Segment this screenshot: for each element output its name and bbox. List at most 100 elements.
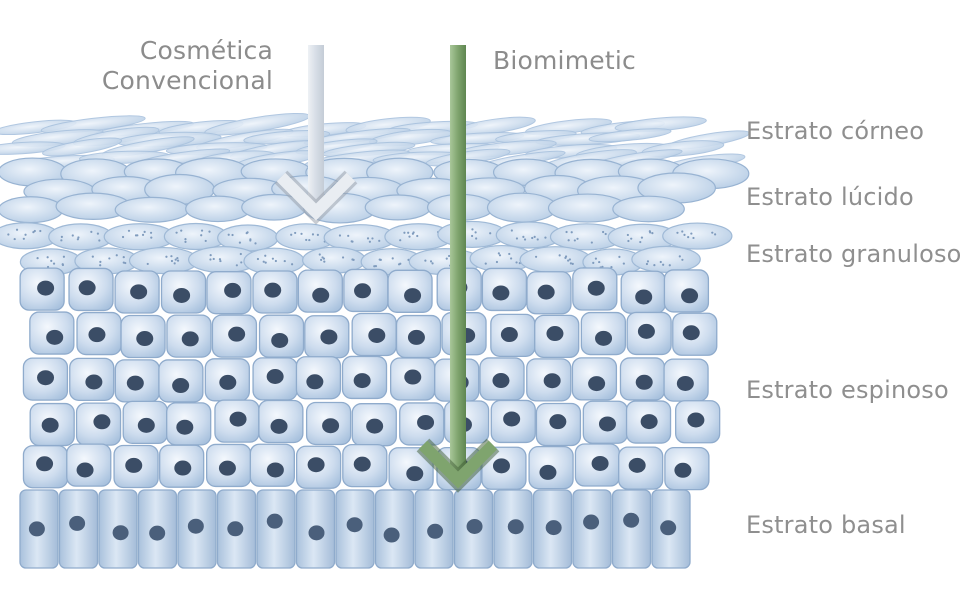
cell-nucleus: [271, 332, 289, 348]
granule: [61, 263, 64, 266]
cell-nucleus: [125, 457, 143, 473]
cell-nucleus: [228, 326, 246, 342]
granule: [676, 231, 679, 234]
granule: [515, 261, 518, 264]
granule: [170, 259, 174, 263]
granule: [136, 234, 139, 237]
granule: [475, 237, 478, 240]
basal-cell: [611, 489, 652, 569]
granule: [533, 235, 536, 238]
granule: [208, 230, 211, 233]
granule: [52, 262, 56, 265]
cell-nucleus: [308, 525, 325, 541]
granule: [36, 257, 39, 260]
layer-label-corneo: Estrato córneo: [746, 117, 925, 145]
cell-nucleus: [176, 419, 194, 435]
granule: [149, 231, 153, 234]
cell-nucleus: [588, 376, 606, 392]
granule: [76, 238, 79, 241]
lucidum-cell: [612, 195, 685, 223]
granule: [474, 231, 477, 234]
granulosum-cell: [631, 245, 701, 273]
granule: [316, 233, 319, 237]
granule: [91, 255, 94, 258]
conventional-arrow: [274, 45, 358, 225]
granule: [170, 255, 173, 258]
cell-nucleus: [218, 460, 236, 476]
granule: [60, 239, 63, 242]
granule: [62, 255, 66, 258]
granule: [150, 236, 153, 239]
granule: [256, 257, 260, 261]
granule: [568, 258, 572, 261]
granulosum-cell: [128, 246, 199, 275]
granule: [290, 263, 294, 266]
granule: [510, 257, 513, 260]
stratum-corneum-cells: [0, 113, 750, 171]
layer-label-lucido: Estrato lúcido: [746, 183, 914, 211]
granule: [271, 257, 274, 260]
granule: [374, 265, 378, 268]
granule: [264, 254, 267, 257]
cell-nucleus: [306, 374, 324, 390]
granule: [60, 235, 63, 238]
granule: [350, 240, 353, 243]
granule: [305, 238, 308, 242]
granule: [399, 239, 402, 242]
cell-nucleus: [383, 527, 400, 543]
granule: [378, 239, 381, 242]
cell-nucleus: [270, 418, 288, 434]
granule: [262, 260, 265, 263]
granule: [368, 240, 371, 243]
granule: [534, 255, 538, 258]
granule: [484, 262, 487, 265]
granule: [318, 253, 321, 256]
granule: [98, 239, 101, 242]
granule: [239, 252, 242, 256]
granule: [90, 230, 93, 234]
cell-nucleus: [503, 411, 521, 427]
granule: [373, 265, 376, 268]
granule: [209, 254, 212, 257]
cell-nucleus: [320, 329, 338, 345]
cell-nucleus: [112, 525, 129, 541]
granule: [141, 233, 145, 237]
granule: [565, 230, 568, 234]
granule: [290, 233, 293, 236]
cell-nucleus: [266, 462, 284, 478]
granule: [274, 259, 277, 263]
granule: [567, 239, 570, 242]
granule: [227, 233, 230, 236]
cell-nucleus: [93, 414, 111, 430]
granule: [495, 260, 499, 264]
cell-nucleus: [507, 519, 524, 535]
cell-nucleus: [549, 414, 567, 430]
cell-nucleus: [46, 329, 64, 345]
granule: [71, 234, 74, 237]
granule: [690, 232, 693, 235]
granule: [544, 236, 547, 239]
granule: [283, 259, 286, 263]
granule: [659, 260, 662, 264]
cell-nucleus: [660, 520, 677, 536]
granule: [218, 258, 222, 261]
cell-nucleus: [353, 373, 371, 389]
granule: [246, 231, 249, 234]
granule: [212, 257, 215, 261]
granule: [371, 237, 374, 240]
granule: [470, 234, 474, 238]
cell-nucleus: [687, 412, 705, 428]
cell-nucleus: [322, 418, 340, 434]
granule: [590, 241, 593, 244]
lucidum-cell: [114, 196, 190, 223]
granule: [321, 256, 324, 259]
cell-nucleus: [174, 460, 192, 476]
granule: [320, 258, 323, 261]
granule: [235, 264, 238, 267]
granule: [33, 229, 36, 233]
granule: [489, 232, 492, 235]
granule: [627, 239, 630, 243]
granule: [594, 257, 598, 260]
granule: [668, 264, 671, 267]
